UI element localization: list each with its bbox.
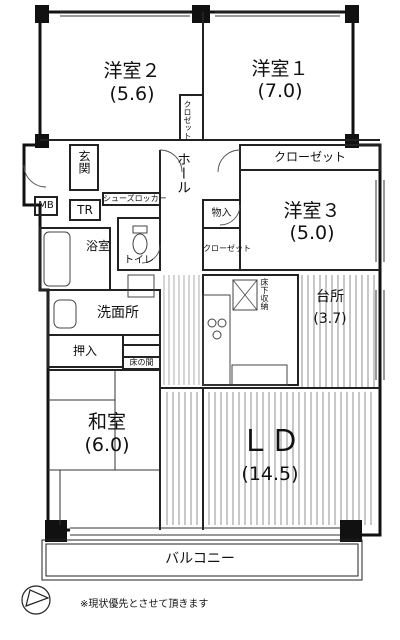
door-swings <box>23 149 241 264</box>
label-store: 物入 <box>211 208 232 219</box>
windows <box>60 11 385 536</box>
label-floor-storage: 床下収納 <box>260 278 269 310</box>
label-oshiire: 押入 <box>72 344 97 358</box>
footer-note: ※現状優先とさせて頂きます <box>80 599 209 610</box>
tatami-lines <box>48 370 160 525</box>
room-name-bedroom3: 洋室３ <box>283 200 341 222</box>
label-closet-small: クロゼット <box>183 100 192 140</box>
room-name-ld: ＬＤ <box>240 424 300 459</box>
room-size-ld: (14.5) <box>241 463 299 485</box>
label-washroom: 洗面所 <box>97 305 139 321</box>
stove-burner <box>217 318 227 328</box>
floor-hatch <box>166 275 375 525</box>
balcony <box>41 539 363 581</box>
washing-machine-pan <box>127 274 155 298</box>
room-name-washitsu: 和室 <box>87 411 126 433</box>
label-tr: TR <box>77 203 93 217</box>
hall-hatch <box>163 275 200 385</box>
room-size-bedroom2: (5.6) <box>109 83 155 105</box>
label-closet-long: クローゼット <box>273 150 346 164</box>
floor-storage <box>232 279 258 311</box>
label-hall: ホール <box>175 152 191 194</box>
label-shoes-locker: シューズロッカー <box>103 194 167 203</box>
room-size-bedroom3: (5.0) <box>289 222 335 244</box>
compass-icon <box>21 585 51 615</box>
room-size-washitsu: (6.0) <box>84 434 130 456</box>
label-genkan: 玄関 <box>77 150 91 174</box>
stove-burner <box>207 318 217 328</box>
room-name-kitchen: 台所 <box>316 289 344 305</box>
wash-basin <box>53 299 77 329</box>
room-name-bedroom1: 洋室１ <box>251 58 309 80</box>
toilet-bowl <box>132 233 148 255</box>
label-bath: 浴室 <box>85 239 110 253</box>
label-mb: MB <box>38 200 54 211</box>
room-size-bedroom1: (7.0) <box>257 80 303 102</box>
kitchen-counter <box>202 294 231 386</box>
toilet-tank <box>132 225 148 234</box>
room-name-bedroom2: 洋室２ <box>103 60 161 82</box>
bathtub <box>43 231 71 287</box>
room-size-kitchen: (3.7) <box>313 311 347 327</box>
label-closet-mid: クローゼット <box>203 244 251 253</box>
label-toilet: トイレ <box>124 255 154 266</box>
label-tokonoma: 床の間 <box>129 358 154 367</box>
label-balcony: バルコニー <box>165 551 235 567</box>
stove-burner <box>212 330 222 340</box>
kitchen-sink <box>231 364 288 386</box>
